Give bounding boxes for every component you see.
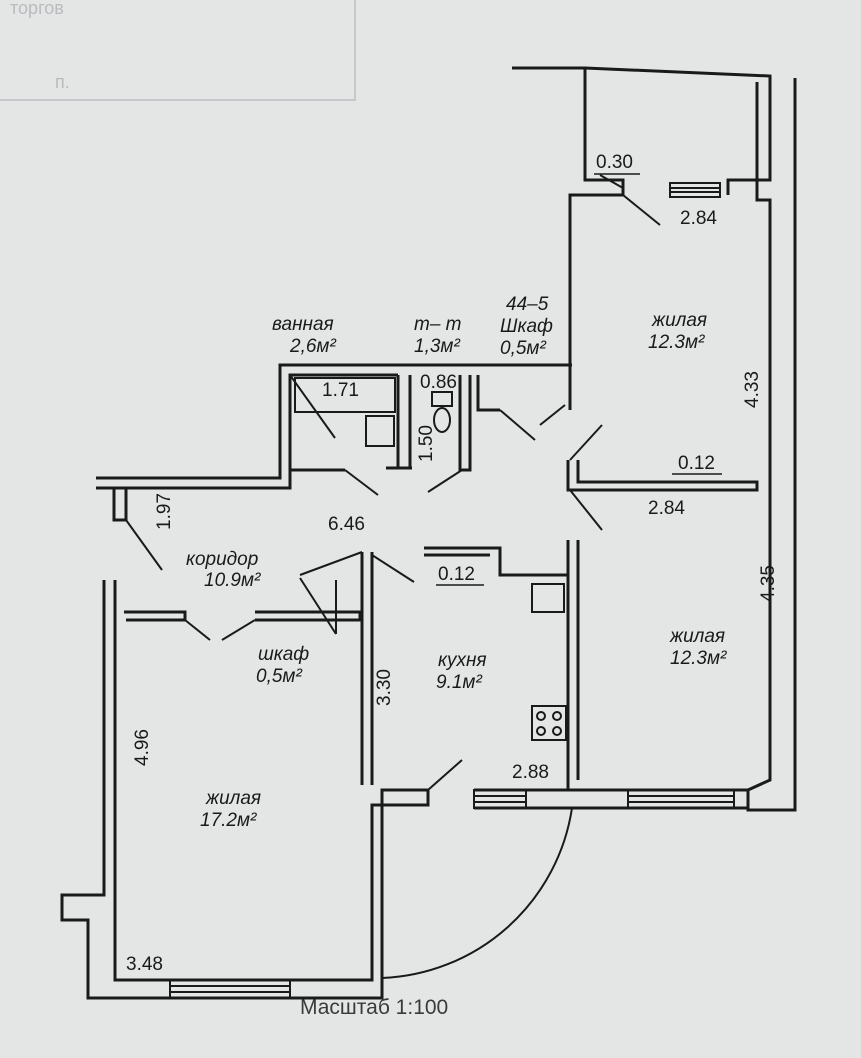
- room-corridor-name: коридор: [186, 549, 258, 570]
- sink-icon: [365, 415, 395, 447]
- dim-2-84-mid: 2.84: [648, 498, 685, 519]
- dim-4-33: 4.33: [742, 371, 763, 408]
- room-kitchen-area: 9.1м²: [436, 672, 482, 693]
- dim-4-96: 4.96: [132, 729, 153, 766]
- dim-3-48: 3.48: [126, 954, 163, 975]
- dim-2-84-top: 2.84: [680, 208, 717, 229]
- toilet-icon: [433, 407, 451, 433]
- kitchen-sink-icon: [531, 583, 565, 613]
- dim-1-71: 1.71: [322, 380, 359, 401]
- bathtub-icon: [294, 377, 396, 413]
- doors: [125, 174, 661, 979]
- room-wc-area: 1,3м²: [414, 336, 460, 357]
- dim-0-12-kitchen: 0.12: [438, 564, 475, 585]
- stamp-text-2: п.: [55, 72, 70, 92]
- dim-4-35: 4.35: [758, 565, 779, 602]
- stamp-text-1: торгов: [10, 0, 64, 18]
- room-wc-name: т– т: [414, 314, 462, 335]
- room-kitchen-name: кухня: [438, 650, 487, 671]
- room-closet1-name: Шкаф: [500, 316, 553, 337]
- dim-2-88: 2.88: [512, 762, 549, 783]
- dimension-labels: 0.30 2.84 4.33 1.71 0.86 1.50 0.12 2.84 …: [126, 152, 779, 975]
- dimension-leaders: [436, 173, 722, 586]
- dim-0-30: 0.30: [596, 152, 633, 173]
- dim-6-46: 6.46: [328, 514, 365, 535]
- dim-0-86: 0.86: [420, 372, 457, 393]
- room-closet2-name: шкаф: [258, 644, 309, 665]
- dim-3-30: 3.30: [374, 669, 395, 706]
- stove-icon: [531, 705, 567, 741]
- dim-1-97: 1.97: [154, 493, 175, 530]
- dim-0-12-east: 0.12: [678, 453, 715, 474]
- room-bath-area: 2,6м²: [289, 336, 336, 357]
- room-living-e-name: жилая: [669, 626, 725, 647]
- room-living-ne-name: жилая: [651, 310, 707, 331]
- room-bath-name: ванная: [272, 314, 334, 335]
- windows: [169, 182, 735, 999]
- room-labels: ванная 2,6м² т– т 1,3м² 44–5 Шкаф 0,5м² …: [186, 294, 727, 831]
- room-living-ne-area: 12.3м²: [648, 332, 705, 353]
- scale-label: Масштаб 1:100: [300, 996, 448, 1019]
- room-living-sw-name: жилая: [205, 788, 261, 809]
- room-living-sw-area: 17.2м²: [200, 810, 257, 831]
- room-living-e-area: 12.3м²: [670, 648, 727, 669]
- room-closet2-area: 0,5м²: [256, 666, 302, 687]
- faded-stamp: торгов п.: [0, 0, 356, 101]
- room-corridor-area: 10.9м²: [204, 570, 261, 591]
- dim-1-50: 1.50: [416, 425, 437, 462]
- fixtures: [294, 377, 567, 741]
- room-closet1-code: 44–5: [506, 294, 549, 315]
- room-closet1-area: 0,5м²: [500, 338, 546, 359]
